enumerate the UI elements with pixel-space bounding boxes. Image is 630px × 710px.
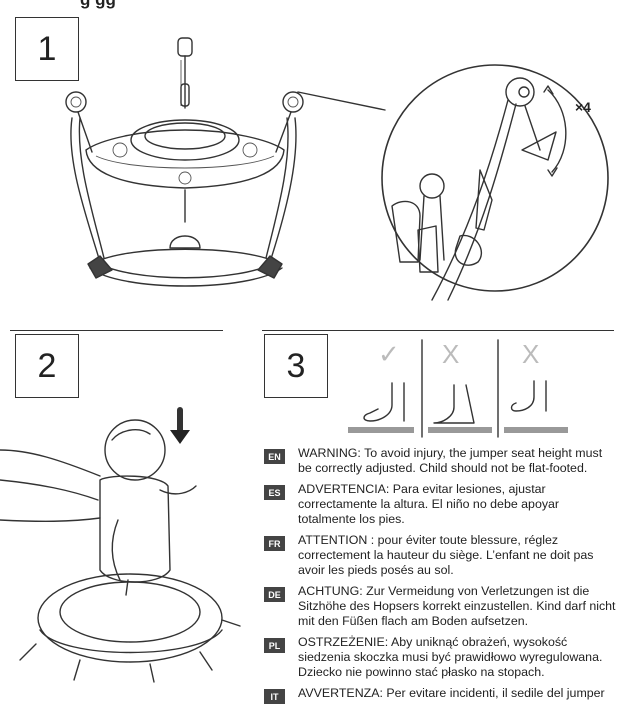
warning-row-es: ES ADVERTENCIA: Para evitar lesiones, aj… [264, 482, 624, 527]
step-3-divider [262, 330, 614, 331]
child-in-seat-illustration [0, 390, 260, 710]
warning-row-it: IT AVVERTENZA: Per evitare incidenti, il… [264, 686, 624, 704]
warning-row-de: DE ACHTUNG: Zur Vermeidung von Verletzun… [264, 584, 624, 629]
lang-badge: EN [264, 449, 285, 464]
warning-row-en: EN WARNING: To avoid injury, the jumper … [264, 446, 624, 476]
incorrect-x-icon: X [442, 339, 459, 369]
adjust-multiplier-label: ×4 [575, 99, 591, 115]
warning-text: ADVERTENCIA: Para evitar lesiones, ajust… [298, 482, 616, 527]
foot-position-illustration: ✓ X X [340, 335, 630, 445]
jumper-illustration: ×4 [0, 0, 630, 330]
warning-row-fr: FR ATTENTION : pour éviter toute blessur… [264, 533, 624, 578]
warning-text: OSTRZEŻENIE: Aby uniknąć obrażeń, wysoko… [298, 635, 616, 680]
lang-badge: FR [264, 536, 285, 551]
step-2-box: 2 [15, 334, 79, 398]
warnings-list: EN WARNING: To avoid injury, the jumper … [264, 446, 624, 710]
warning-text: ACHTUNG: Zur Vermeidung von Verletzungen… [298, 584, 616, 629]
step-3-box: 3 [264, 334, 328, 398]
warning-row-pl: PL OSTRZEŻENIE: Aby uniknąć obrażeń, wys… [264, 635, 624, 680]
lang-badge: ES [264, 485, 285, 500]
lang-badge: IT [264, 689, 285, 704]
step-2-divider [10, 330, 223, 331]
warning-text: WARNING: To avoid injury, the jumper sea… [298, 446, 616, 476]
correct-check-icon: ✓ [378, 339, 400, 369]
incorrect-x-icon: X [522, 339, 539, 369]
lang-badge: PL [264, 638, 285, 653]
warning-text: ATTENTION : pour éviter toute blessure, … [298, 533, 616, 578]
step-3-number: 3 [287, 347, 306, 386]
step-2-number: 2 [38, 347, 57, 386]
lang-badge: DE [264, 587, 285, 602]
